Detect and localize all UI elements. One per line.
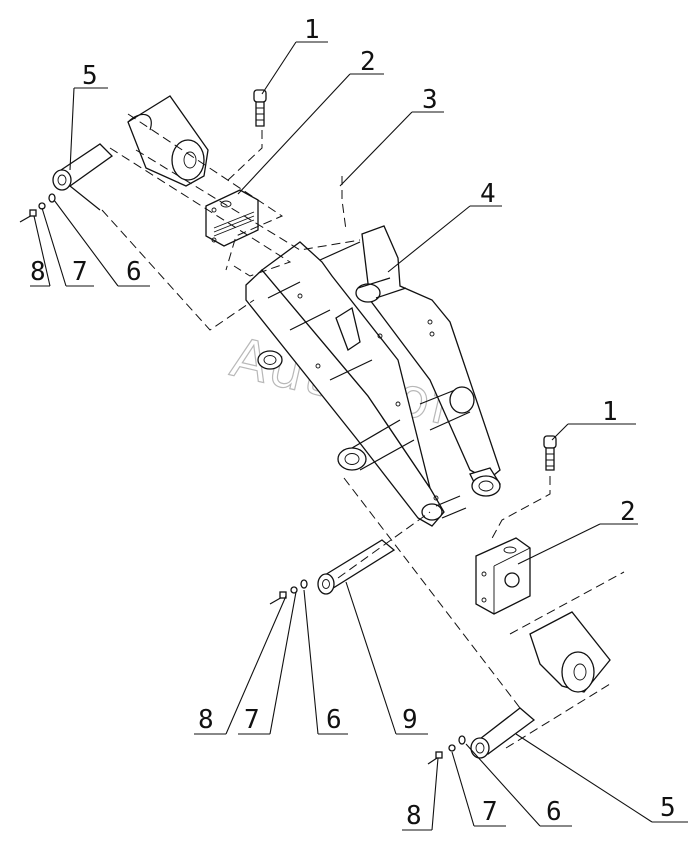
hinge-frame xyxy=(245,225,501,527)
leader-lines xyxy=(30,41,688,831)
callout-6-bottom: 6 xyxy=(546,797,562,827)
callout-2-top: 2 xyxy=(360,47,376,77)
callout-7-mid: 7 xyxy=(244,705,260,735)
callout-8-mid: 8 xyxy=(198,705,214,735)
callout-7-bottom: 7 xyxy=(482,797,498,827)
callout-8-left: 8 xyxy=(30,257,46,287)
callout-8-bottom: 8 xyxy=(406,801,422,831)
callout-6-left: 6 xyxy=(126,257,142,287)
bolt-top xyxy=(253,89,267,127)
callout-1-right: 1 xyxy=(602,397,618,427)
pin-top xyxy=(52,143,114,211)
callout-4: 4 xyxy=(480,179,496,209)
fasteners-bottom xyxy=(427,735,466,765)
mounting-block-right xyxy=(475,537,531,615)
callout-numbers: 1 2 3 4 5 8 7 6 1 2 8 7 6 9 8 7 6 5 xyxy=(30,15,676,831)
fasteners-mid xyxy=(269,579,308,605)
bolt-right xyxy=(543,435,557,471)
callout-9: 9 xyxy=(402,705,418,735)
callout-7-left: 7 xyxy=(72,257,88,287)
assembly-centerlines xyxy=(101,113,625,749)
fasteners-top-left xyxy=(19,193,56,223)
callout-2-right: 2 xyxy=(620,497,636,527)
pin-bottom xyxy=(470,707,536,759)
callout-6-mid: 6 xyxy=(326,705,342,735)
callout-1-top: 1 xyxy=(304,15,320,45)
callout-5-top: 5 xyxy=(82,61,98,91)
callout-3: 3 xyxy=(422,85,438,115)
mounting-block-top xyxy=(205,189,259,247)
callout-5-bottom: 5 xyxy=(660,793,676,823)
shaft-part-9 xyxy=(317,539,396,595)
bushing-cylinder-bottom xyxy=(529,611,611,693)
